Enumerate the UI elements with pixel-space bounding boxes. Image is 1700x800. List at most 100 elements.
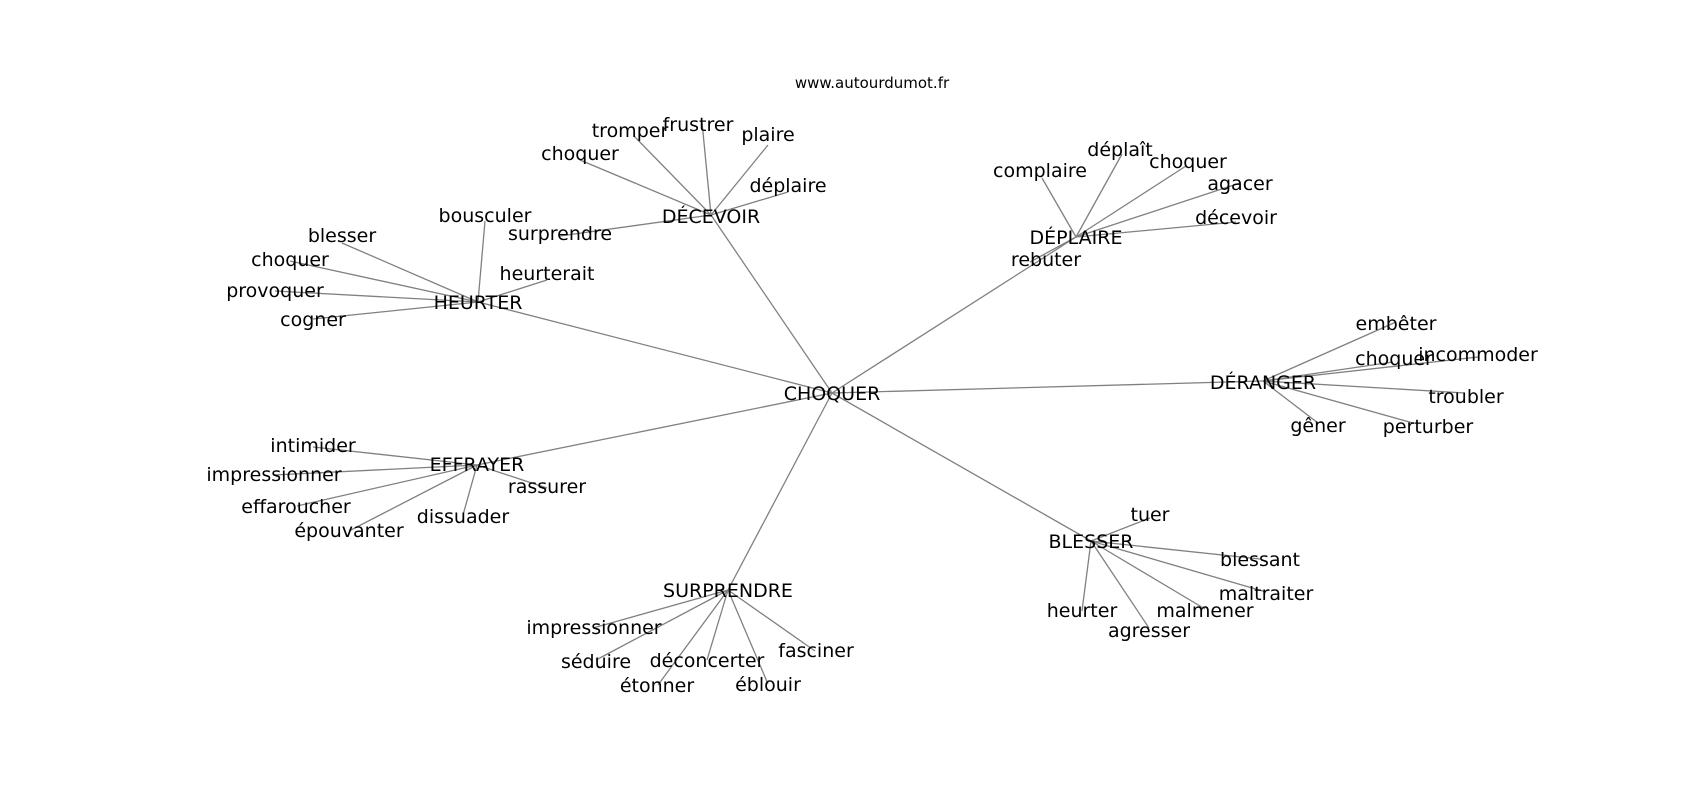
leaf-node-label: décevoir	[1195, 207, 1277, 229]
edge-leaf-4-5	[1081, 540, 1092, 612]
edge-leaf-1-4	[710, 191, 789, 216]
edge-root-4	[831, 392, 1092, 542]
leaf-node-label: blessant	[1220, 549, 1300, 571]
edge-leaf-2-2	[1075, 165, 1187, 238]
leaf-node-label: embêter	[1356, 313, 1437, 335]
edge-leaf-0-4	[312, 301, 479, 320]
edge-leaf-1-0	[579, 159, 712, 216]
leaf-node-label: intimider	[270, 435, 356, 457]
hub-node-label: EFFRAYER	[430, 454, 525, 476]
leaf-node-label: fasciner	[778, 640, 854, 662]
edge-leaf-5-2	[706, 589, 729, 661]
edge-leaf-4-4	[1090, 540, 1150, 629]
leaf-node-label: éblouir	[735, 674, 801, 696]
nodes-layer: HEURTERbousculerblesserchoquerprovoquerc…	[206, 114, 1538, 697]
leaf-node-label: rebuter	[1011, 249, 1081, 271]
leaf-node-label: dissuader	[417, 506, 510, 528]
edge-leaf-3-2	[1262, 356, 1479, 382]
edge-leaf-5-4	[727, 589, 769, 685]
edge-leaf-3-1	[1262, 361, 1394, 382]
edge-root-6	[476, 392, 833, 466]
leaf-node-label: frustrer	[663, 114, 734, 136]
leaf-node-label: épouvanter	[294, 520, 403, 542]
edge-leaf-0-5	[477, 279, 548, 303]
leaf-node-label: surprendre	[508, 223, 612, 245]
leaf-node-label: malmener	[1156, 600, 1253, 622]
edge-leaf-4-2	[1090, 540, 1267, 593]
edge-leaf-3-3	[1262, 380, 1466, 394]
edge-leaf-4-3	[1090, 540, 1206, 610]
root-node-label: CHOQUER	[784, 383, 881, 405]
leaf-node-label: tromper	[592, 120, 669, 142]
leaf-node-label: heurterait	[500, 263, 595, 285]
leaf-node-label: tuer	[1131, 504, 1170, 526]
leaf-node-label: séduire	[561, 651, 631, 673]
hub-node-label: BLESSER	[1049, 531, 1134, 553]
edge-leaf-5-3	[657, 589, 729, 686]
leaf-node-label: provoquer	[226, 280, 324, 302]
leaf-node-label: choquer	[1149, 151, 1227, 173]
leaf-node-label: blesser	[308, 225, 377, 247]
leaf-node-label: perturber	[1383, 416, 1474, 438]
edge-leaf-4-1	[1090, 540, 1261, 560]
edge-leaf-0-3	[274, 290, 479, 303]
leaf-node-label: déplaît	[1087, 139, 1152, 161]
edge-leaf-2-4	[1075, 221, 1237, 238]
leaf-node-label: agacer	[1207, 173, 1272, 195]
edge-leaf-2-0	[1041, 177, 1077, 238]
edge-leaf-1-5	[559, 214, 712, 237]
edge-leaf-6-5	[476, 464, 548, 489]
leaf-node-label: plaire	[741, 124, 794, 146]
edge-leaf-6-0	[312, 446, 478, 466]
leaf-node-label: heurter	[1047, 600, 1118, 622]
hub-node-label: DÉCEVOIR	[662, 205, 760, 228]
edge-leaf-4-0	[1090, 517, 1151, 542]
leaf-node-label: troubler	[1428, 386, 1504, 408]
edge-leaf-5-1	[595, 589, 729, 661]
edge-root-5	[727, 392, 833, 591]
edge-leaf-6-2	[296, 464, 478, 507]
edge-leaf-2-3	[1075, 182, 1241, 238]
edge-root-0	[477, 301, 833, 394]
hub-node-label: DÉRANGER	[1210, 371, 1316, 394]
leaf-node-label: incommoder	[1418, 344, 1538, 366]
leaf-node-label: impressionner	[526, 617, 661, 639]
edge-root-2	[831, 236, 1077, 394]
leaf-node-label: gêner	[1290, 415, 1345, 437]
leaf-node-label: complaire	[993, 160, 1087, 182]
leaf-node-label: choquer	[541, 143, 619, 165]
edge-leaf-6-3	[348, 464, 478, 532]
edge-root-3	[831, 380, 1264, 394]
hub-node-label: DÉPLAIRE	[1030, 226, 1123, 249]
edge-leaf-0-0	[477, 220, 486, 303]
leaf-node-label: cogner	[280, 309, 346, 331]
leaf-node-label: maltraiter	[1219, 583, 1314, 605]
edge-leaf-1-1	[633, 135, 712, 216]
edge-leaf-6-4	[462, 464, 478, 516]
edge-leaf-2-1	[1075, 153, 1123, 238]
leaf-node-label: choquer	[251, 249, 329, 271]
edge-leaf-1-3	[710, 144, 769, 216]
leaf-node-label: étonner	[620, 675, 695, 697]
edge-leaf-5-0	[592, 589, 729, 629]
edge-leaf-0-1	[341, 242, 479, 303]
edge-leaf-0-2	[289, 260, 479, 303]
leaf-node-label: déplaire	[749, 175, 826, 197]
leaf-node-label: agresser	[1108, 620, 1190, 642]
leaf-node-label: choquer	[1355, 348, 1433, 370]
leaf-node-label: déconcerter	[650, 650, 765, 672]
leaf-node-label: impressionner	[206, 464, 341, 486]
leaf-node-label: rassurer	[508, 476, 586, 498]
edge-leaf-5-5	[727, 589, 816, 652]
edge-leaf-6-1	[273, 464, 478, 476]
edge-root-1	[710, 214, 833, 394]
edge-leaf-3-4	[1262, 380, 1414, 424]
edge-leaf-2-5	[1029, 236, 1077, 263]
edges-layer	[273, 121, 1479, 686]
leaf-node-label: bousculer	[439, 205, 532, 227]
hub-node-label: SURPRENDRE	[663, 580, 793, 602]
edge-leaf-3-5	[1262, 380, 1319, 424]
edge-leaf-3-0	[1262, 321, 1397, 382]
edge-leaf-1-2	[701, 121, 712, 216]
